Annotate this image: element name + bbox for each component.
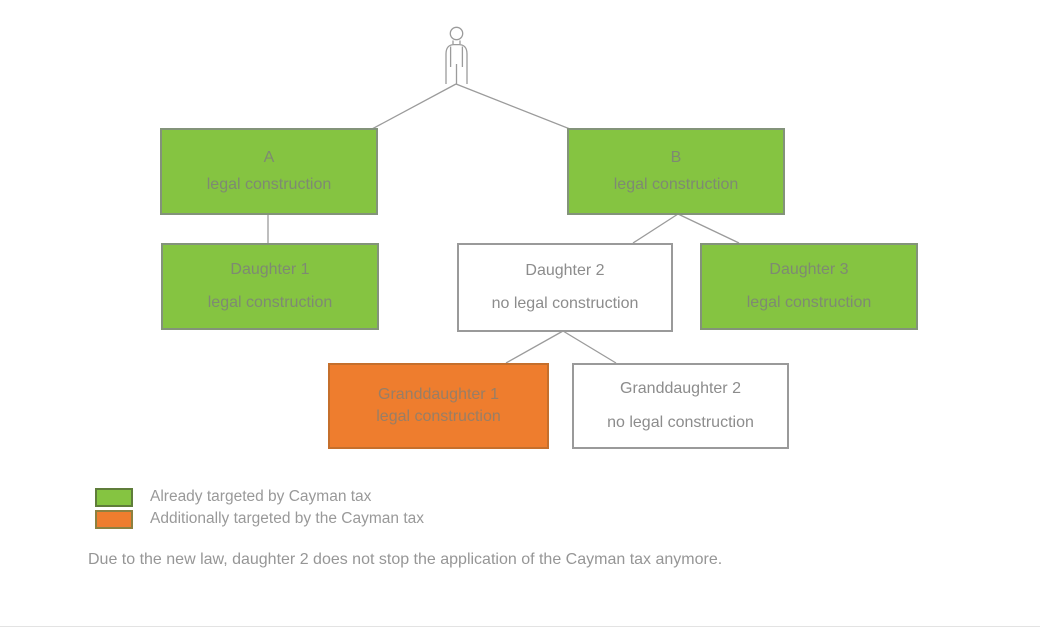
node-b: B legal construction xyxy=(567,128,785,215)
legend-label-orange: Additionally targeted by the Cayman tax xyxy=(150,510,424,528)
node-daughter3-title: Daughter 3 xyxy=(769,260,849,278)
node-a-title: A xyxy=(263,148,275,166)
legend-row-green: Already targeted by Cayman tax xyxy=(95,487,424,507)
connector-daughter2-to-granddaughter1 xyxy=(505,330,564,364)
node-daughter1-subtitle: legal construction xyxy=(207,294,333,311)
legend: Already targeted by Cayman tax Additiona… xyxy=(95,487,424,529)
legend-label-green: Already targeted by Cayman tax xyxy=(150,488,372,505)
node-granddaughter2: Granddaughter 2 no legal construction xyxy=(572,363,789,449)
node-granddaughter1: Granddaughter 1 legal construction xyxy=(328,363,549,449)
node-granddaughter2-title: Granddaughter 2 xyxy=(620,380,741,398)
caption: Due to the new law, daughter 2 does not … xyxy=(88,551,723,568)
connector-person-to-a xyxy=(371,83,457,130)
node-granddaughter1-title: Granddaughter 1 xyxy=(378,386,499,404)
connector-daughter2-to-granddaughter2 xyxy=(562,330,617,364)
node-a-subtitle: legal construction xyxy=(206,176,332,193)
node-daughter2-subtitle: no legal construction xyxy=(491,295,639,312)
node-daughter2-title: Daughter 2 xyxy=(525,261,605,279)
node-daughter3: Daughter 3 legal construction xyxy=(700,243,918,330)
node-granddaughter1-subtitle: legal construction xyxy=(376,407,501,425)
node-a: A legal construction xyxy=(160,128,378,215)
person-icon xyxy=(445,26,468,84)
node-b-subtitle: legal construction xyxy=(613,176,739,193)
connector-b-to-daughter2 xyxy=(632,213,679,244)
connector-person-to-b xyxy=(455,83,571,130)
node-daughter1: Daughter 1 legal construction xyxy=(161,243,379,330)
legend-row-orange: Additionally targeted by the Cayman tax xyxy=(95,509,424,529)
node-granddaughter2-subtitle: no legal construction xyxy=(607,413,754,431)
node-b-title: B xyxy=(670,148,682,166)
node-daughter3-subtitle: legal construction xyxy=(746,294,872,311)
legend-swatch-orange xyxy=(95,509,133,529)
legend-swatch-green xyxy=(95,487,133,507)
node-daughter1-title: Daughter 1 xyxy=(230,260,310,278)
node-daughter2: Daughter 2 no legal construction xyxy=(457,243,673,332)
connector-b-to-daughter3 xyxy=(677,213,740,244)
